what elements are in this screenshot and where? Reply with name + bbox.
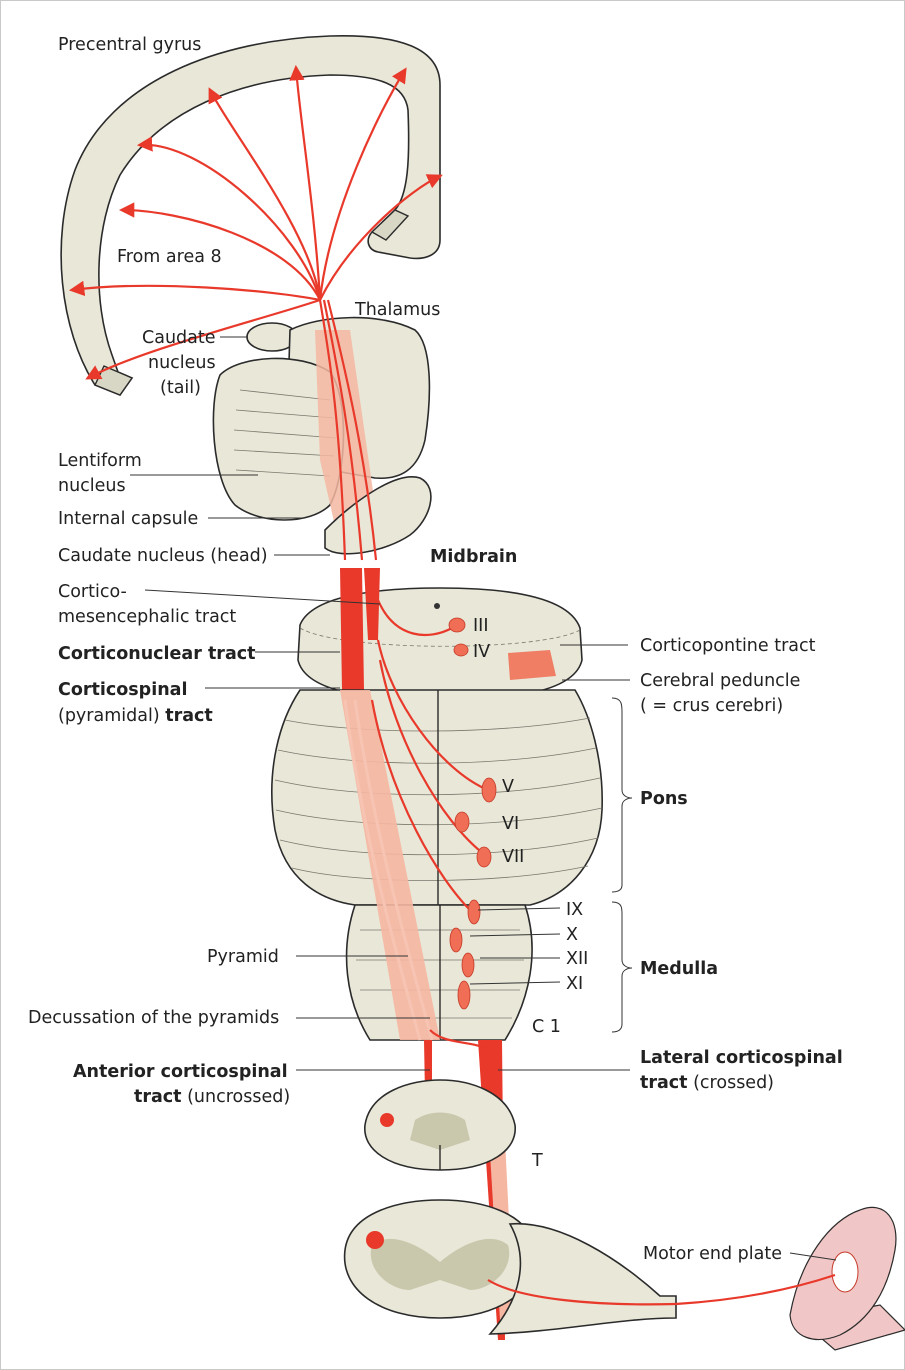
label-corticospinal-2: (pyramidal) tract bbox=[58, 706, 213, 726]
midbrain-section bbox=[298, 588, 582, 700]
label-corticopontine: Corticopontine tract bbox=[640, 636, 816, 656]
label-pyramid: Pyramid bbox=[207, 947, 279, 967]
muscle-fiber bbox=[676, 1207, 905, 1350]
label-decussation: Decussation of the pyramids bbox=[28, 1008, 279, 1028]
pons-section bbox=[272, 690, 602, 905]
label-nucleus-xi: XI bbox=[566, 974, 583, 994]
label-nucleus-x: X bbox=[566, 925, 578, 945]
label-nucleus-vi: VI bbox=[502, 814, 519, 834]
label-caudate-head: Caudate nucleus (head) bbox=[58, 546, 268, 566]
label-thalamus: Thalamus bbox=[354, 300, 440, 320]
label-nucleus-xii: XII bbox=[566, 949, 588, 969]
label-cortico-mes-2: mesencephalic tract bbox=[58, 607, 236, 627]
label-corticonuclear: Corticonuclear tract bbox=[58, 644, 256, 664]
label-pons: Pons bbox=[640, 789, 688, 809]
corticospinal-trunk bbox=[340, 568, 364, 690]
corticopontine-area bbox=[508, 650, 556, 680]
label-cerebral-peduncle-2: ( = crus cerebri) bbox=[640, 696, 783, 716]
label-anterior-cs-1: Anterior corticospinal bbox=[73, 1062, 288, 1082]
label-nucleus-iii: III bbox=[473, 616, 488, 636]
label-anterior-cs-2: tract (uncrossed) bbox=[134, 1087, 290, 1107]
label-segment-c1: C 1 bbox=[532, 1017, 561, 1037]
label-lateral-cs-2: tract (crossed) bbox=[640, 1073, 774, 1093]
label-midbrain: Midbrain bbox=[430, 547, 517, 567]
label-cerebral-peduncle-1: Cerebral peduncle bbox=[640, 671, 800, 691]
label-caudate-tail-1: Caudate bbox=[142, 328, 216, 348]
label-corticospinal-1: Corticospinal bbox=[58, 680, 187, 700]
label-precentral-gyrus: Precentral gyrus bbox=[58, 35, 201, 55]
label-lentiform-2: nucleus bbox=[58, 476, 126, 496]
medulla-section bbox=[347, 905, 532, 1040]
label-caudate-tail-2: nucleus bbox=[148, 353, 216, 373]
spinal-section-lower bbox=[345, 1200, 676, 1334]
label-cortico-mes-1: Cortico- bbox=[58, 582, 127, 602]
label-motor-end-plate: Motor end plate bbox=[643, 1244, 782, 1264]
label-nucleus-iv: IV bbox=[473, 642, 490, 662]
label-nucleus-vii: VII bbox=[502, 847, 524, 867]
label-lentiform-1: Lentiform bbox=[58, 451, 142, 471]
label-segment-t: T bbox=[531, 1151, 543, 1171]
label-medulla: Medulla bbox=[640, 959, 718, 979]
label-nucleus-v: V bbox=[502, 777, 514, 797]
label-caudate-tail-3: (tail) bbox=[160, 378, 201, 398]
label-from-area-8: From area 8 bbox=[117, 247, 222, 267]
label-lateral-cs-1: Lateral corticospinal bbox=[640, 1048, 843, 1068]
label-internal-capsule: Internal capsule bbox=[58, 509, 198, 529]
spinal-section-thoracic bbox=[365, 1080, 515, 1170]
label-nucleus-ix: IX bbox=[566, 900, 583, 920]
